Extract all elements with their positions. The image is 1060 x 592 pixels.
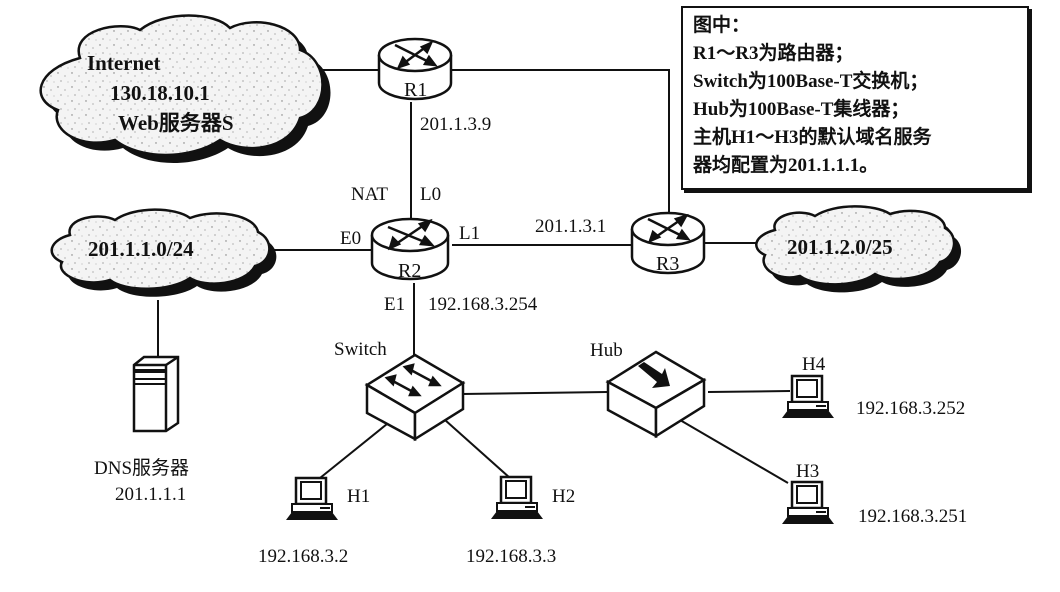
hub-arrow-icon [638,362,670,388]
switch-device[interactable] [364,353,466,442]
legend-line: 主机H1～H3的默认域名服务 [693,127,932,148]
hub-device[interactable] [605,350,707,439]
internet-cloud: Internet 130.18.10.1 Web服务器S [39,14,331,163]
l0-label: L0 [420,184,441,205]
router-arrows-icon [647,213,691,244]
dns-server-ip: 201.1.1.1 [115,484,186,505]
hub-label: Hub [590,340,623,361]
left-lan-cloud: 201.1.1.0/24 [50,208,277,297]
host-h4-ip: 192.168.3.252 [856,398,965,419]
router-r3[interactable]: R3 [630,211,706,275]
host-h2[interactable] [489,475,545,521]
link-r1-r3 [452,69,670,218]
link-switch-h1 [319,423,388,479]
router-r2[interactable]: R2 [370,217,450,282]
host-h2-ip: 192.168.3.3 [466,546,556,567]
router-r2-label: R2 [398,260,421,282]
host-h3-ip: 192.168.3.251 [858,506,967,527]
router-r1[interactable]: R1 [377,37,453,101]
e1-label: E1 [384,294,405,315]
dns-server-label: DNS服务器 [94,457,189,479]
web-server-label: Web服务器S [118,111,234,135]
legend-box: 图中： R1～R3为路由器； Switch为100Base-T交换机； Hub为… [681,6,1029,190]
internet-label: Internet [87,51,160,75]
legend-line: Hub为100Base-T集线器； [693,99,910,120]
host-h1[interactable] [284,476,340,522]
dns-server[interactable] [132,355,180,433]
switch-label: Switch [334,339,387,360]
r1-ip-label: 201.1.3.9 [420,114,491,135]
host-h2-name: H2 [552,486,575,507]
nat-label: NAT [351,184,388,205]
host-h3-name: H3 [796,461,819,482]
router-r3-label: R3 [656,253,679,275]
router-arrows-icon [387,218,435,251]
legend-line: Switch为100Base-T交换机； [693,71,929,92]
link-switch-h2 [444,419,511,479]
web-server-ip: 130.18.10.1 [110,81,210,105]
left-lan-label: 201.1.1.0/24 [88,237,194,261]
l1-label: L1 [459,223,480,244]
legend-line: 器均配置为201.1.1.1。 [693,155,879,176]
e0-label: E0 [340,228,361,249]
right-lan-label: 201.1.2.0/25 [787,235,893,259]
link-hub-h4 [707,390,791,393]
legend-line: R1～R3为路由器； [693,43,854,64]
link-switch-hub [461,391,608,395]
router-arrows-icon [394,40,438,70]
host-h4-name: H4 [802,354,826,375]
host-h4[interactable] [780,374,836,420]
switch-arrows-icon [384,363,442,397]
legend-title: 图中： [693,15,751,36]
host-h1-name: H1 [347,486,370,507]
e1-ip-label: 192.168.3.254 [428,294,538,315]
link-hub-h3 [679,419,789,484]
right-lan-cloud: 201.1.2.0/25 [755,205,962,293]
r3-ip-label: 201.1.3.1 [535,216,606,237]
links [157,69,791,484]
host-h3[interactable] [780,480,836,526]
host-h1-ip: 192.168.3.2 [258,546,348,567]
router-r1-label: R1 [404,79,427,101]
